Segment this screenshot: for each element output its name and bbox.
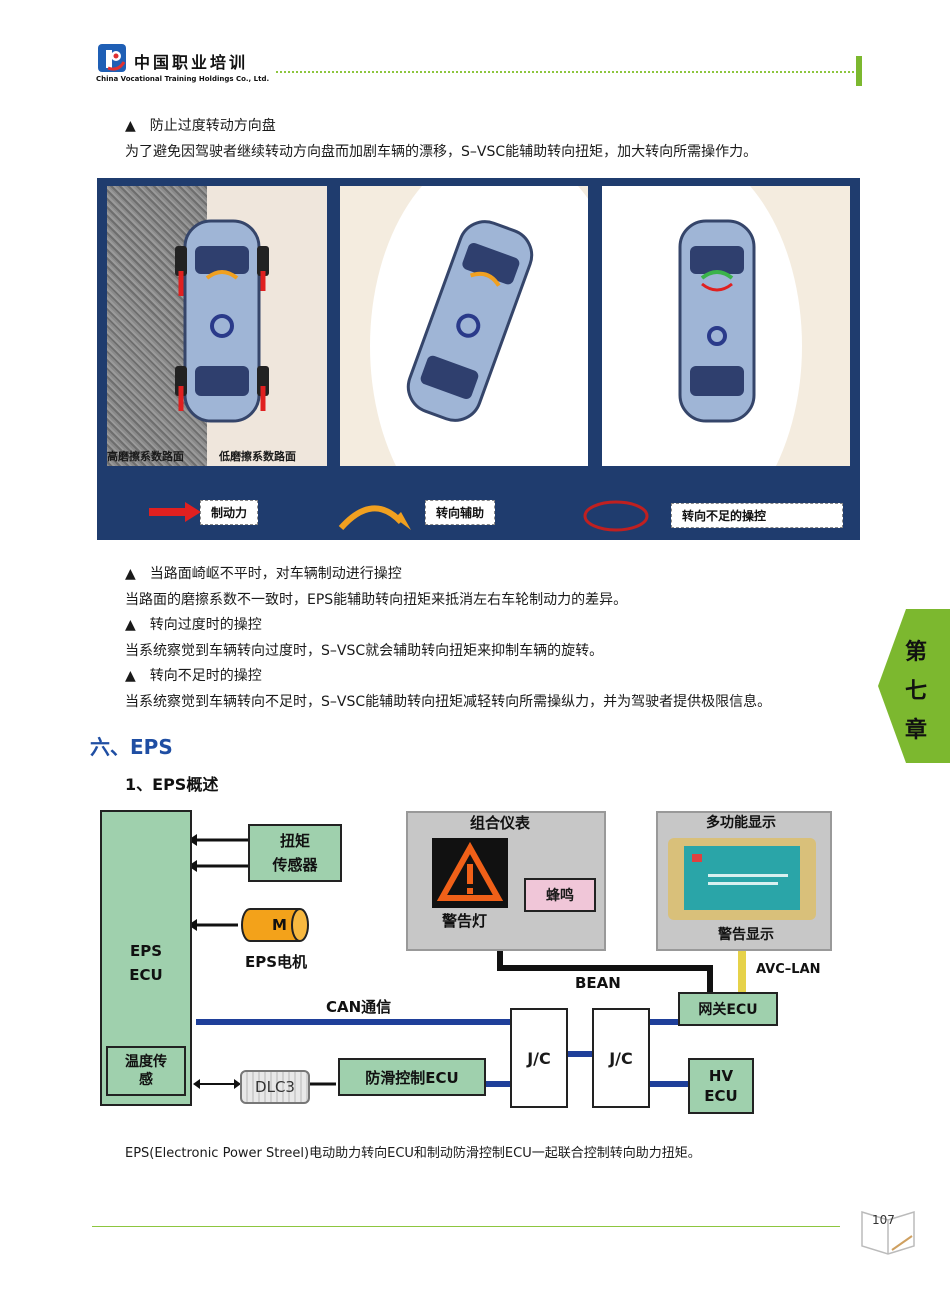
motor-letter: M: [272, 916, 287, 934]
legend-assist-label: 转向辅助: [425, 500, 496, 525]
car-top-view-icon: [175, 219, 269, 423]
subsection-title: 1、EPS概述: [125, 775, 219, 794]
chapter-tab-char: 第: [905, 640, 928, 665]
company-name-en: China Vocational Training Holdings Co., …: [96, 75, 270, 83]
hv-ecu-line: HV: [708, 1067, 734, 1085]
understeer-panel: [602, 186, 850, 466]
footer-rule: [92, 1226, 840, 1227]
steering-assist-arrow-icon: [338, 505, 411, 531]
split-road-panel: 高磨擦系数路面 低磨擦系数路面: [107, 186, 327, 466]
hv-ecu-line: ECU: [704, 1087, 738, 1105]
header-accent-bar: [856, 56, 862, 86]
high-friction-label: 高磨擦系数路面: [107, 450, 184, 463]
chapter-tab-char: 章: [905, 718, 928, 743]
multi-display-label: 多功能显示: [706, 815, 776, 831]
diagram-caption: EPS(Electronic Power Streel)电动助力转向ECU和制动…: [125, 1146, 701, 1161]
display-screen-icon: [668, 838, 816, 920]
diagram-wiring: [188, 834, 746, 1090]
paragraph: 为了避免因驾驶者继续转动方向盘而加剧车辆的漂移，S–VSC能辅助转向扭矩，加大转…: [125, 144, 758, 160]
low-friction-label: 低磨擦系数路面: [219, 450, 296, 463]
company-logo-icon: [98, 44, 126, 72]
warning-triangle-icon: [432, 838, 508, 908]
eps-ecu-line: EPS: [129, 942, 163, 960]
brake-force-arrow-icon: [149, 502, 201, 522]
gateway-ecu-block: 网关ECU: [678, 992, 778, 1026]
bullet-title: ▲ 转向不足时的操控: [125, 668, 262, 684]
paragraph: 当路面的磨擦系数不一致时，EPS能辅助转向扭矩来抵消左右车轮制动力的差异。: [125, 592, 628, 608]
combination-meter-label: 组合仪表: [470, 814, 531, 832]
bullet-title: ▲ 当路面崎岖不平时，对车辆制动进行操控: [125, 566, 402, 582]
junction-connector-1: J/C: [510, 1008, 568, 1108]
chapter-tab-char: 七: [905, 679, 928, 704]
legend-understeer-label: 转向不足的操控: [671, 503, 843, 528]
hv-ecu-block: HV ECU: [688, 1058, 754, 1114]
temp-sensor-line: 温度传: [125, 1054, 167, 1070]
book-icon: [861, 1210, 915, 1255]
understeer-ring-icon: [583, 500, 649, 532]
eps-ecu-line: ECU: [129, 966, 163, 984]
dlc3-connector: DLC3: [240, 1070, 310, 1104]
paragraph: 当系统察觉到车辆转向过度时，S–VSC就会辅助转向扭矩来抑制车辆的旋转。: [125, 643, 604, 659]
section-title: 六、EPS: [90, 735, 173, 759]
bean-label: BEAN: [575, 974, 621, 992]
skid-control-ecu-block: 防滑控制ECU: [338, 1058, 486, 1096]
car-top-view-icon: [678, 219, 756, 423]
torque-sensor-line: 扭矩: [279, 832, 310, 850]
avc-lan-label: AVC–LAN: [756, 962, 821, 977]
motor-icon: [241, 908, 309, 942]
vehicle-control-figure: 高磨擦系数路面 低磨擦系数路面 制动力: [97, 178, 860, 540]
chapter-tab: [878, 609, 950, 763]
buzzer-block: 蜂鸣: [524, 878, 596, 912]
page-number: 107: [872, 1213, 895, 1227]
oversteer-panel: [340, 186, 588, 466]
paragraph: 当系统察觉到车辆转向不足时，S–VSC能辅助转向扭矩减轻转向所需操纵力，并为驾驶…: [125, 694, 772, 710]
can-label: CAN通信: [326, 998, 392, 1016]
eps-system-diagram: EPS ECU 温度传感 扭矩传感器 M EPS电机 CAN通信 DLC3 防滑控…: [100, 808, 840, 1118]
legend-brake-label: 制动力: [200, 500, 259, 525]
torque-sensor-line: 传感器: [272, 856, 318, 874]
car-top-view-icon: [406, 220, 534, 422]
motor-label: EPS电机: [245, 953, 308, 971]
junction-connector-2: J/C: [592, 1008, 650, 1108]
bullet-title: ▲ 转向过度时的操控: [125, 617, 262, 633]
temperature-sensor-block: 温度传感: [106, 1046, 186, 1096]
header-dotted-rule: [276, 71, 854, 73]
company-name-cn: 中国职业培训: [134, 53, 249, 72]
warning-lamp-label: 警告灯: [442, 912, 488, 930]
bullet-title: ▲ 防止过度转动方向盘: [125, 118, 276, 134]
warning-display-label: 警告显示: [718, 927, 774, 943]
temp-sensor-line: 感: [139, 1072, 153, 1088]
torque-sensor-block: 扭矩传感器: [248, 824, 342, 882]
